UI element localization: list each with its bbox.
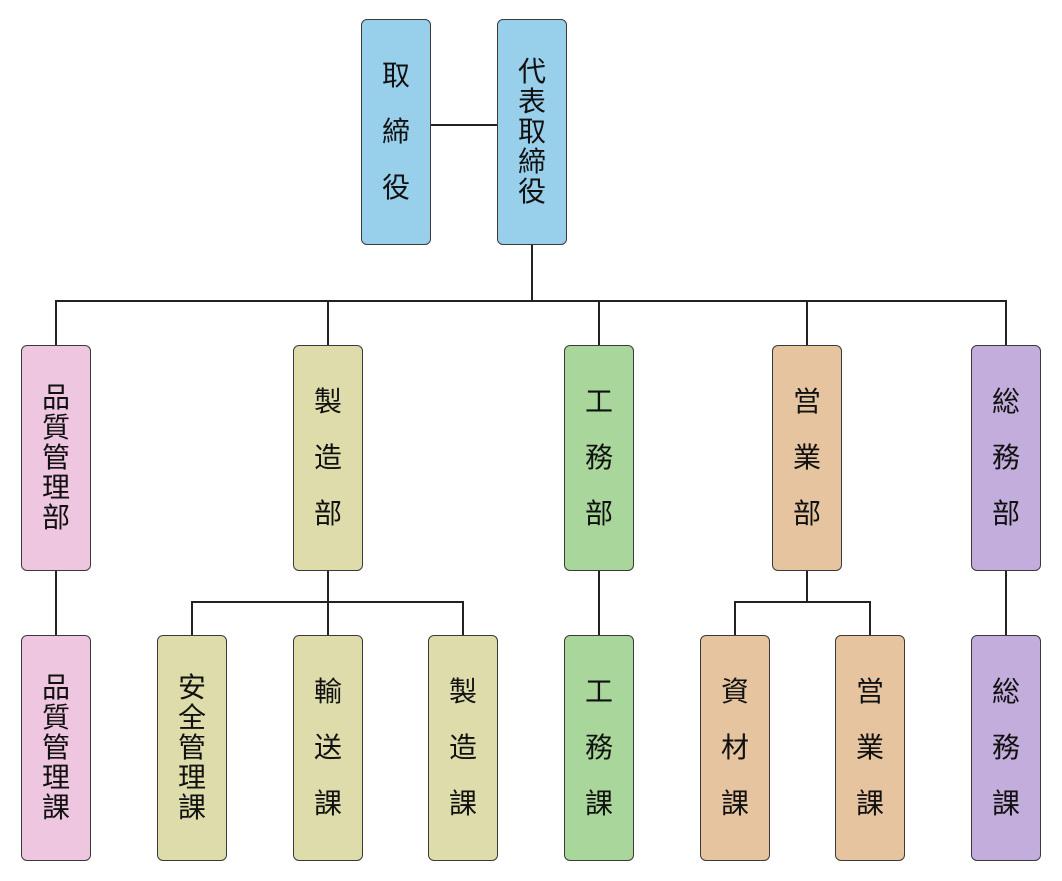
connector-to-manufacturing-section (462, 601, 464, 635)
node-dept-general: 総務部 (971, 345, 1041, 571)
connector-engineering-section (598, 570, 600, 635)
connector-manufacturing-down (327, 570, 329, 602)
connector-to-manufacturing-dept (327, 300, 329, 345)
connector-dept-bus (55, 300, 1007, 302)
node-sec-safety: 安全管理課 (157, 635, 227, 861)
node-dept-sales: 営業部 (772, 345, 842, 571)
node-sec-engineering: 工務課 (564, 635, 634, 861)
node-sec-materials: 資材課 (700, 635, 770, 861)
node-sec-general: 総務課 (971, 635, 1041, 861)
node-dept-manufacturing: 製造部 (293, 345, 363, 571)
connector-general-section (1005, 570, 1007, 635)
node-ceo: 代表取締役 (497, 19, 567, 245)
node-sec-sales: 営業課 (835, 635, 905, 861)
connector-to-general-dept (1005, 300, 1007, 345)
connector-to-safety-section (191, 601, 193, 635)
connector-to-quality-dept (55, 300, 57, 345)
node-sec-quality: 品質管理課 (21, 635, 91, 861)
connector-to-engineering-dept (598, 300, 600, 345)
connector-to-transport-section (327, 601, 329, 635)
node-dept-quality: 品質管理部 (21, 345, 91, 571)
connector-sales-down (806, 570, 808, 602)
node-torishimariyaku: 取締役 (361, 19, 431, 245)
node-dept-engineering: 工務部 (564, 345, 634, 571)
connector-to-materials-section (734, 601, 736, 635)
connector-to-sales-dept (806, 300, 808, 345)
node-sec-transport: 輸送課 (293, 635, 363, 861)
connector-sales-bus (734, 601, 871, 603)
node-sec-manufacturing: 製造課 (428, 635, 498, 861)
connector-director-ceo (430, 124, 497, 126)
connector-ceo-down (531, 245, 533, 300)
connector-quality-section (55, 570, 57, 635)
connector-to-sales-section (869, 601, 871, 635)
